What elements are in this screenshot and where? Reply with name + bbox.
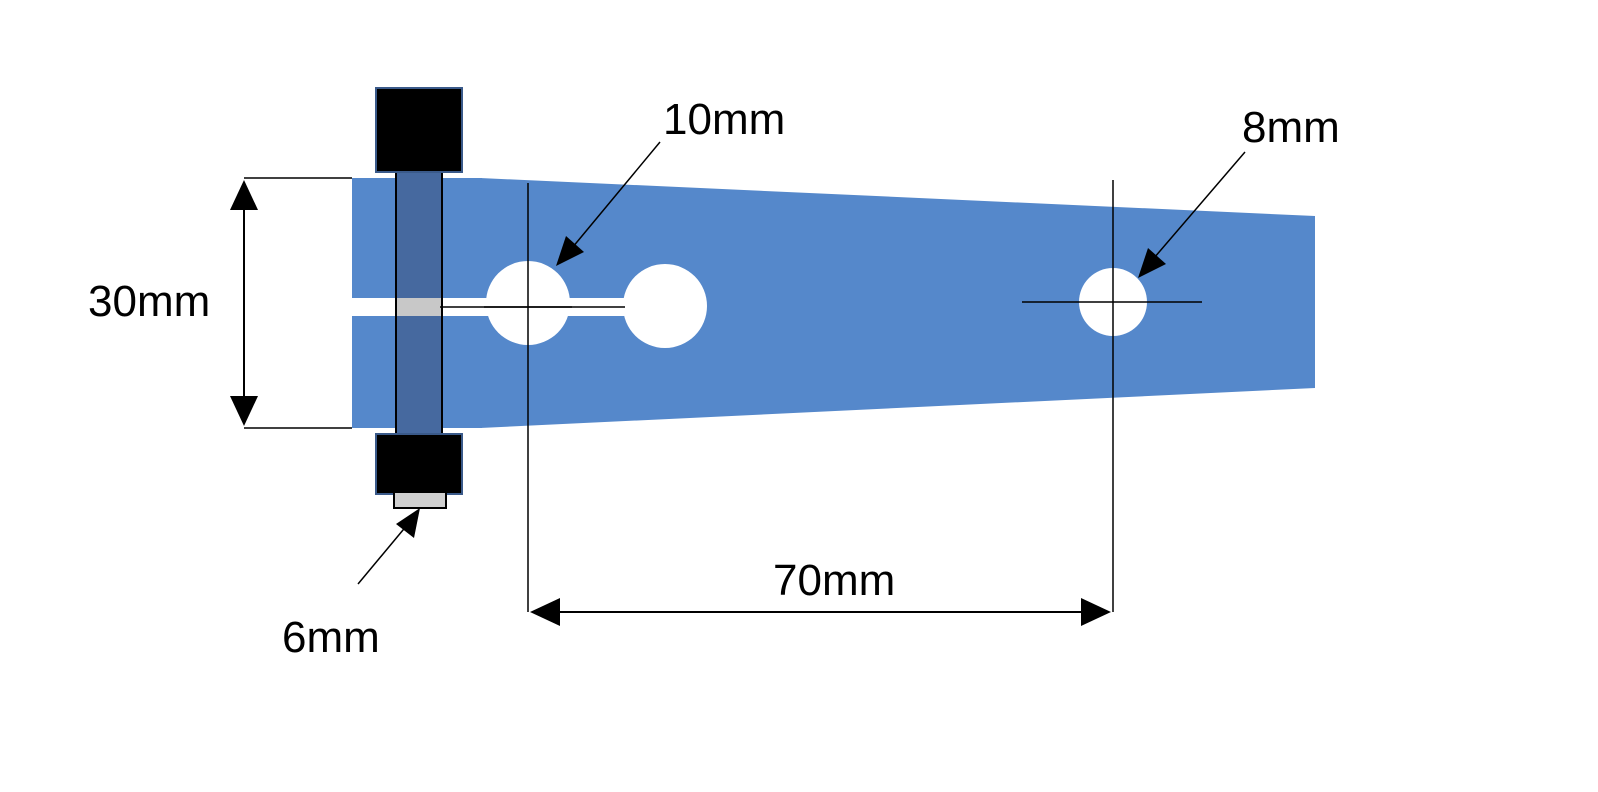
bolt-tip: [393, 491, 447, 509]
bolt-leader: 6mm: [282, 508, 420, 662]
bolt-label: 6mm: [282, 613, 380, 662]
spacing-arrow-right: [1081, 598, 1111, 626]
bracket-arm: [480, 178, 1315, 428]
bottom-nut: [375, 433, 463, 495]
height-arrow-top: [230, 180, 258, 210]
small-hole-label: 8mm: [1242, 103, 1340, 152]
spacing-dimension: 70mm: [530, 556, 1111, 626]
spacing-label: 70mm: [773, 556, 895, 605]
height-arrow-bottom: [230, 396, 258, 426]
small-hole-leader-arrow: [1138, 248, 1166, 278]
height-dimension: 30mm: [88, 177, 352, 429]
small-hole-leader-line: [1153, 151, 1246, 259]
bolt-leader-line: [357, 523, 409, 585]
large-hole-label: 10mm: [663, 95, 785, 144]
second-hole: [623, 264, 707, 348]
bolt-gap-section: [397, 298, 441, 316]
large-hole-leader-line: [571, 141, 661, 249]
spacing-arrow-left: [530, 598, 560, 626]
small-hole-leader: 8mm: [1138, 103, 1340, 278]
top-nut: [375, 87, 463, 173]
large-hole-leader: 10mm: [556, 95, 785, 266]
height-label: 30mm: [88, 277, 210, 326]
large-hole-leader-arrow: [556, 236, 584, 266]
bolt: [375, 87, 463, 509]
bolt-leader-arrow: [396, 508, 420, 538]
